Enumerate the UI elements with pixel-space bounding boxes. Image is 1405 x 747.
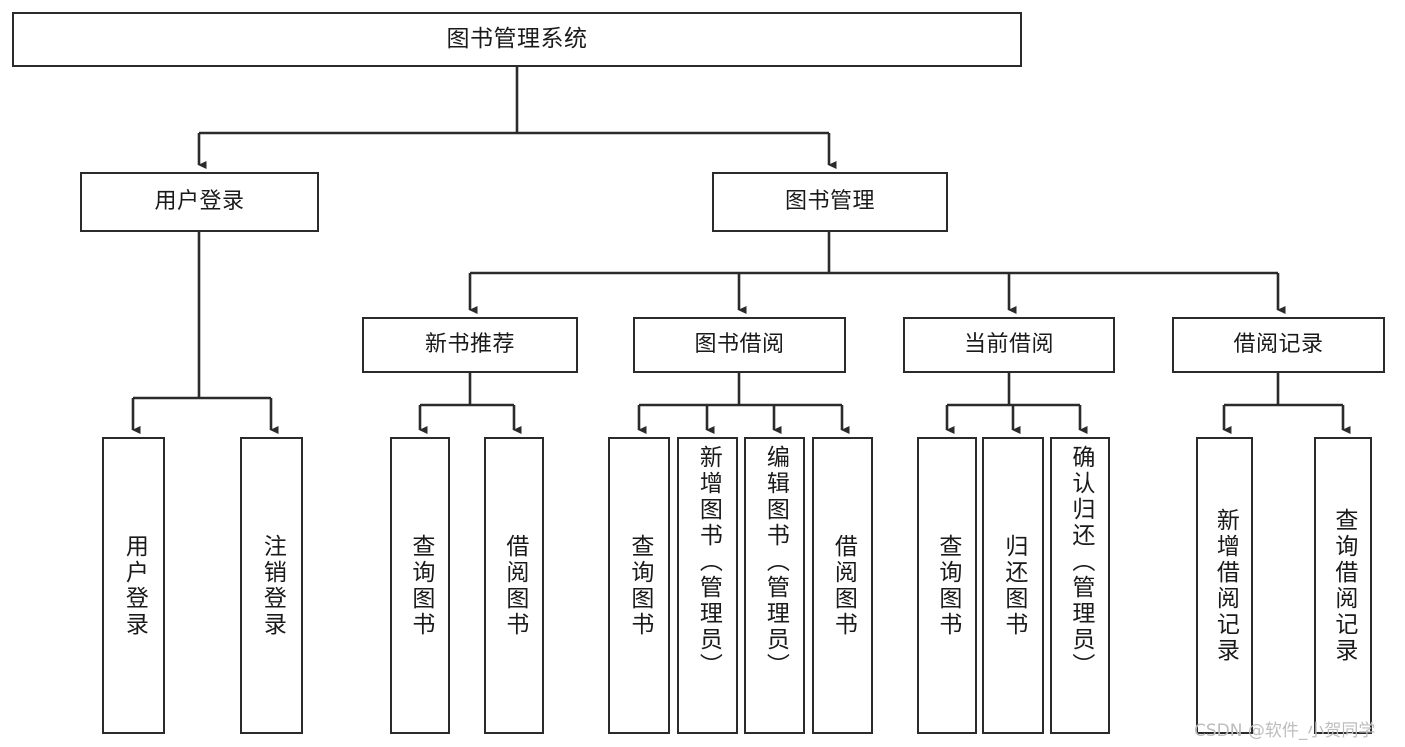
node-label: 图书借阅 (694, 331, 785, 357)
node-label: 借阅图书 (501, 533, 528, 638)
node-level2-book-management[interactable]: 图书管理 (712, 172, 948, 232)
node-leaf-query-borrow-record[interactable]: 查询借阅记录 (1314, 437, 1372, 734)
node-leaf-edit-book-admin[interactable]: 编辑图书（管理员） (744, 437, 805, 734)
node-label: 当前借阅 (963, 331, 1054, 357)
node-level3-new-book-recommend[interactable]: 新书推荐 (362, 317, 578, 373)
node-label: 借阅记录 (1233, 331, 1324, 357)
node-label: 确认归还（管理员） (1067, 445, 1094, 679)
node-label: 图书管理系统 (446, 25, 588, 52)
node-label: 查询图书 (626, 533, 653, 638)
node-label: 新书推荐 (424, 331, 515, 357)
node-label: 图书管理 (784, 188, 875, 214)
node-label: 查询图书 (934, 533, 961, 638)
node-label: 新增借阅记录 (1212, 507, 1239, 664)
node-leaf-query-book-current[interactable]: 查询图书 (917, 437, 977, 734)
node-leaf-add-borrow-record[interactable]: 新增借阅记录 (1196, 437, 1253, 734)
node-level3-current-borrow[interactable]: 当前借阅 (903, 317, 1115, 373)
node-level3-book-borrow[interactable]: 图书借阅 (633, 317, 846, 373)
node-leaf-borrow-book-recommend[interactable]: 借阅图书 (484, 437, 544, 734)
node-leaf-query-book-recommend[interactable]: 查询图书 (390, 437, 450, 734)
node-leaf-return-book[interactable]: 归还图书 (982, 437, 1044, 734)
node-label: 新增图书（管理员） (695, 445, 722, 679)
node-label: 借阅图书 (830, 533, 857, 638)
watermark: CSDN @软件_小贺同学 (1194, 721, 1376, 741)
node-level3-borrow-record[interactable]: 借阅记录 (1172, 317, 1385, 373)
node-leaf-confirm-return-admin[interactable]: 确认归还（管理员） (1050, 437, 1110, 734)
node-label: 查询图书 (407, 533, 434, 638)
node-leaf-add-book-admin[interactable]: 新增图书（管理员） (677, 437, 738, 734)
node-leaf-query-book-borrow[interactable]: 查询图书 (608, 437, 670, 734)
node-label: 用户登录 (121, 533, 148, 638)
node-label: 查询借阅记录 (1330, 507, 1357, 664)
node-label: 编辑图书（管理员） (762, 445, 789, 679)
node-leaf-borrow-book[interactable]: 借阅图书 (812, 437, 873, 734)
node-leaf-user-login[interactable]: 用户登录 (102, 437, 165, 734)
node-label: 归还图书 (1000, 533, 1027, 638)
node-root[interactable]: 图书管理系统 (12, 12, 1022, 67)
node-label: 注销登录 (259, 533, 286, 638)
node-label: 用户登录 (154, 188, 245, 214)
node-leaf-logout-login[interactable]: 注销登录 (240, 437, 303, 734)
node-level2-user-login[interactable]: 用户登录 (80, 172, 319, 232)
